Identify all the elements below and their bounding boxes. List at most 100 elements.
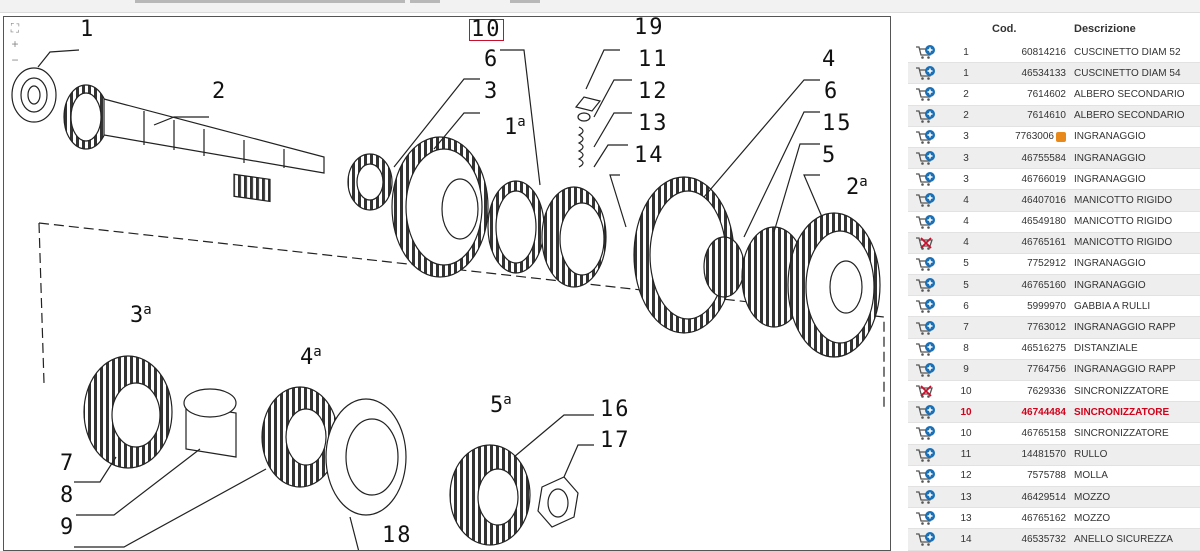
code-cell[interactable]: 46765158 <box>988 422 1072 445</box>
code-cell[interactable]: 60814216 <box>988 42 1072 64</box>
code-cell[interactable]: 46765161 <box>988 232 1072 254</box>
cart-cell[interactable] <box>908 422 944 445</box>
cart-cell[interactable] <box>908 62 944 85</box>
callout-6b[interactable]: 6 <box>824 79 840 104</box>
cart-cell[interactable] <box>908 316 944 339</box>
callout-17[interactable]: 17 <box>600 428 631 453</box>
code-cell[interactable]: 7614602 <box>988 83 1072 106</box>
code-cell[interactable]: 46744484 <box>988 401 1072 424</box>
callout-14[interactable]: 14 <box>634 143 665 168</box>
cart-cell[interactable] <box>908 83 944 106</box>
add-to-cart-icon[interactable] <box>915 510 937 526</box>
add-to-cart-icon[interactable] <box>915 86 937 102</box>
part-code[interactable]: 46765160 <box>1021 279 1067 291</box>
part-code[interactable]: 46516275 <box>1021 343 1067 355</box>
callout-7[interactable]: 7 <box>60 451 76 476</box>
add-to-cart-icon[interactable] <box>915 425 937 441</box>
code-cell[interactable]: 7629336 <box>988 380 1072 403</box>
part-code[interactable]: 7763012 <box>1027 322 1066 334</box>
cart-cell[interactable] <box>908 147 944 170</box>
cart-cell[interactable] <box>908 105 944 127</box>
cart-cell[interactable] <box>908 401 944 424</box>
code-cell[interactable]: 5999970 <box>988 295 1072 318</box>
cart-cell[interactable] <box>908 42 944 64</box>
add-to-cart-icon[interactable] <box>915 108 937 124</box>
callout-10-highlighted[interactable]: 10 <box>469 17 504 42</box>
callout-2[interactable]: 2 <box>212 79 228 104</box>
part-code[interactable]: 14481570 <box>1021 449 1067 461</box>
part-code[interactable]: 46765161 <box>1021 237 1067 249</box>
zoom-out-icon[interactable]: − <box>11 53 19 67</box>
callout-8[interactable]: 8 <box>60 483 76 508</box>
add-to-cart-icon[interactable] <box>915 489 937 505</box>
code-cell[interactable]: 46765162 <box>988 507 1072 530</box>
info-icon[interactable] <box>1056 131 1066 142</box>
part-code[interactable]: 46744484 <box>1021 406 1067 418</box>
add-to-cart-icon[interactable] <box>915 298 937 314</box>
code-cell[interactable]: 46549180 <box>988 211 1072 233</box>
part-code[interactable]: 46429514 <box>1021 491 1067 503</box>
add-to-cart-icon[interactable] <box>915 44 937 60</box>
code-cell[interactable]: 7614610 <box>988 105 1072 127</box>
code-cell[interactable]: 14481570 <box>988 444 1072 466</box>
part-code[interactable]: 60814216 <box>1021 46 1067 58</box>
cart-cell[interactable] <box>908 444 944 466</box>
add-to-cart-icon[interactable] <box>915 404 937 420</box>
add-to-cart-icon[interactable] <box>915 192 937 208</box>
add-to-cart-icon[interactable] <box>915 447 937 463</box>
add-to-cart-icon[interactable] <box>915 468 937 484</box>
code-cell[interactable]: 46534133 <box>988 62 1072 85</box>
callout-19[interactable]: 19 <box>634 16 665 40</box>
callout-5[interactable]: 5 <box>822 143 838 168</box>
cart-cell[interactable] <box>908 359 944 382</box>
cart-cell[interactable] <box>908 486 944 509</box>
part-code[interactable]: 46535732 <box>1021 533 1067 545</box>
part-code[interactable]: 7764756 <box>1027 364 1066 376</box>
code-cell[interactable]: 46429514 <box>988 486 1072 509</box>
code-cell[interactable]: 46516275 <box>988 338 1072 360</box>
callout-4[interactable]: 4 <box>822 47 838 72</box>
fullscreen-icon[interactable]: ⛶ <box>10 21 20 35</box>
add-to-cart-icon[interactable] <box>915 341 937 357</box>
part-code[interactable]: 46765158 <box>1021 427 1067 439</box>
add-to-cart-icon[interactable] <box>915 150 937 166</box>
part-code[interactable]: 7629336 <box>1027 385 1066 397</box>
part-code[interactable]: 5999970 <box>1027 300 1066 312</box>
code-cell[interactable]: 46535732 <box>988 528 1072 551</box>
code-cell[interactable]: 7763006 <box>988 126 1072 148</box>
part-code[interactable]: 7763006 <box>1015 131 1054 143</box>
add-to-cart-icon[interactable] <box>915 171 937 187</box>
callout-18[interactable]: 18 <box>382 523 413 548</box>
add-to-cart-icon[interactable] <box>915 129 937 145</box>
part-code[interactable]: 46755584 <box>1021 152 1067 164</box>
add-to-cart-icon[interactable] <box>915 65 937 81</box>
cart-cell[interactable] <box>908 465 944 487</box>
callout-9[interactable]: 9 <box>60 515 76 540</box>
cart-cell[interactable] <box>908 253 944 276</box>
part-code[interactable]: 7752912 <box>1027 258 1066 270</box>
add-to-cart-icon[interactable] <box>915 320 937 336</box>
code-cell[interactable]: 7575788 <box>988 465 1072 487</box>
zoom-in-icon[interactable]: + <box>11 37 19 51</box>
callout-3[interactable]: 3 <box>484 79 500 104</box>
part-code[interactable]: 46765162 <box>1021 512 1067 524</box>
cart-cell[interactable] <box>908 232 944 254</box>
cart-unavailable-icon[interactable] <box>915 235 937 251</box>
code-cell[interactable]: 46765160 <box>988 274 1072 297</box>
code-cell[interactable]: 7764756 <box>988 359 1072 382</box>
